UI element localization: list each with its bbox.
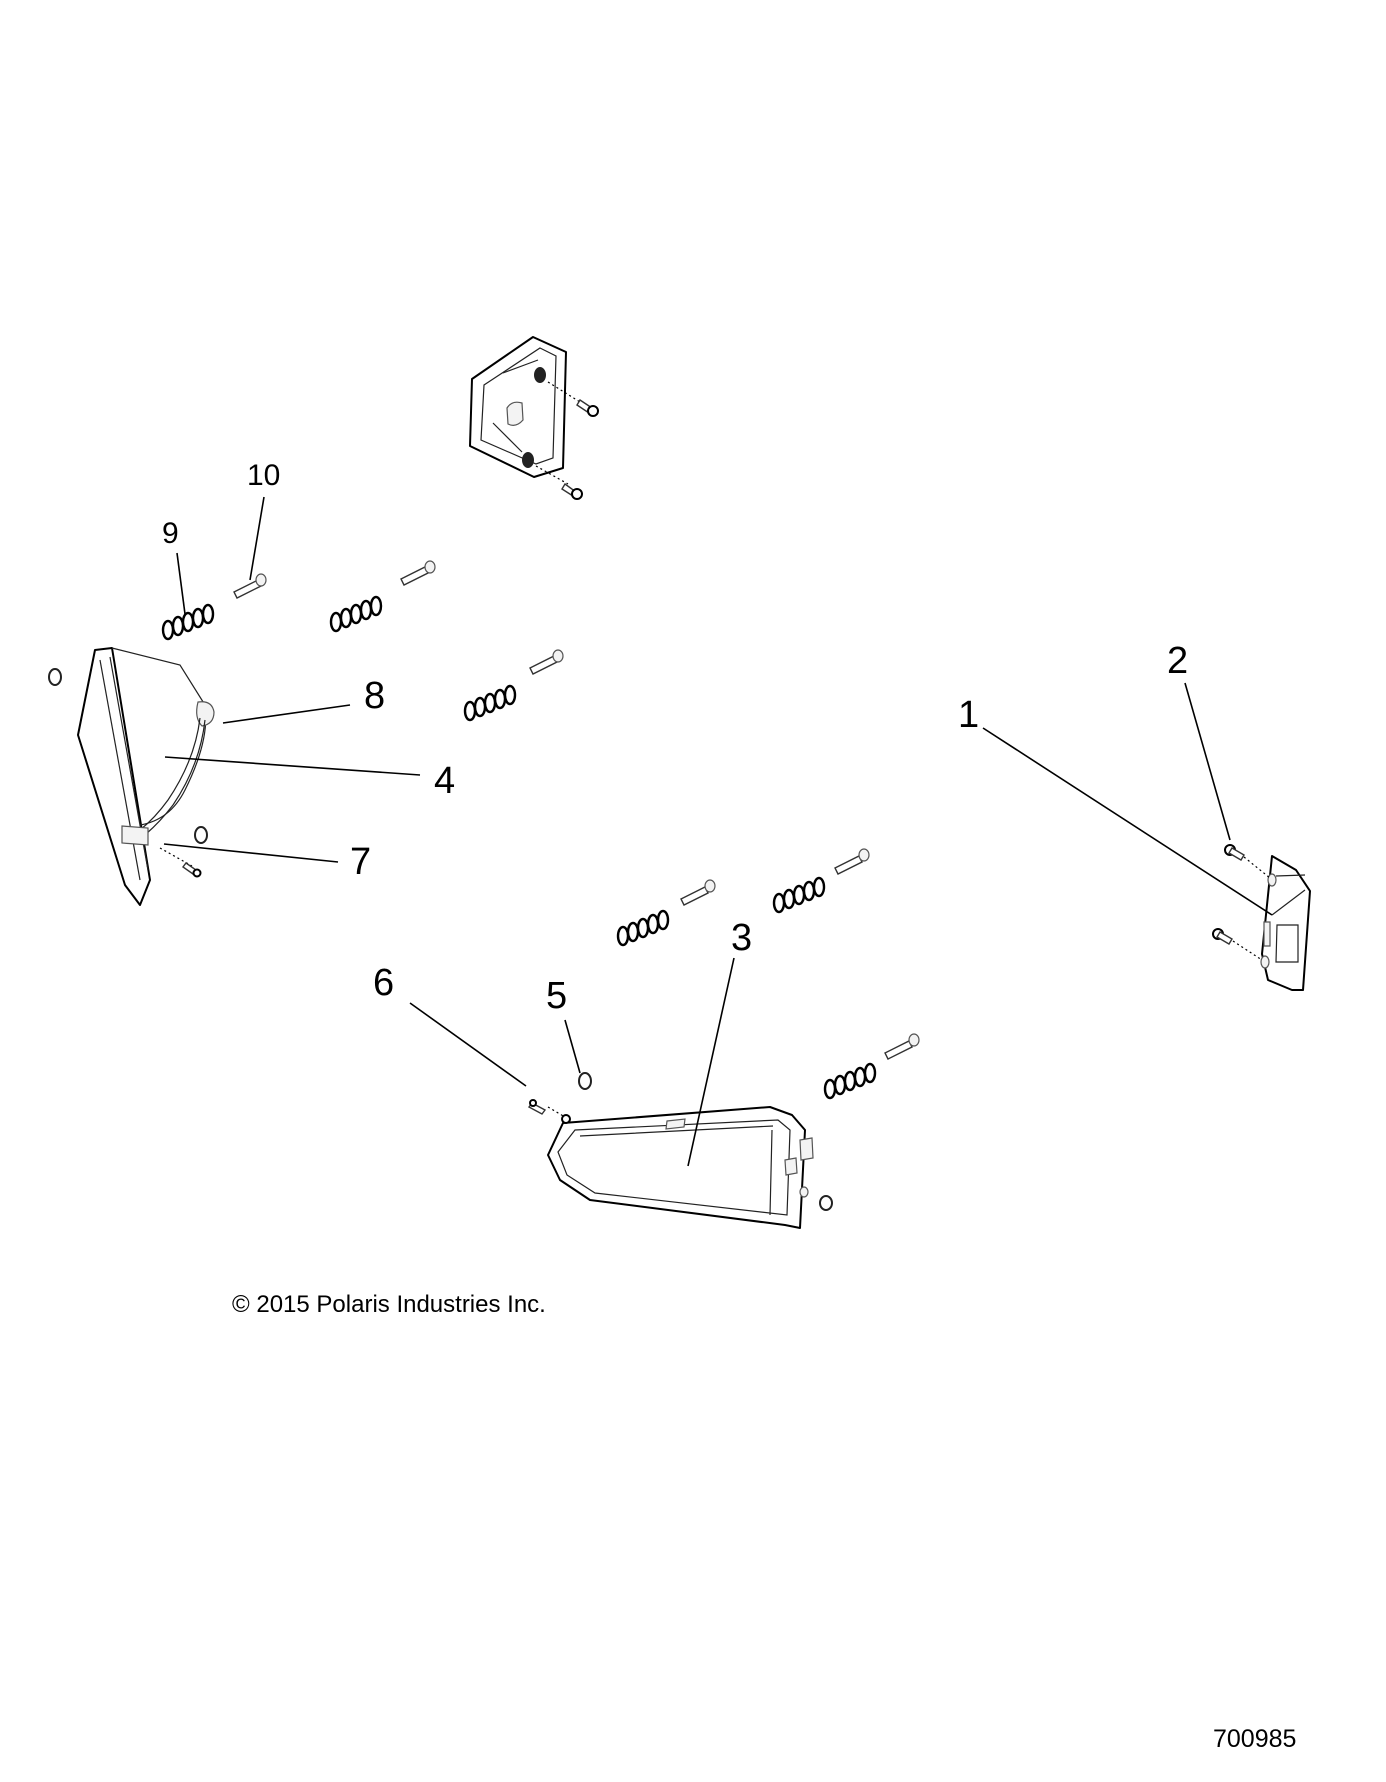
leader-line-3	[687, 957, 735, 1167]
callout-5: 5	[546, 975, 567, 1017]
drawing-number: 700985	[1213, 1725, 1297, 1753]
leader-line-7	[163, 843, 339, 863]
leader-line-2	[1184, 682, 1231, 841]
leader-line-1	[982, 727, 1273, 916]
adjuster-spring	[772, 876, 826, 914]
adjuster-pin	[834, 848, 870, 875]
adjuster-pin	[884, 1033, 920, 1060]
callout-4: 4	[434, 760, 455, 802]
adjuster-spring	[823, 1062, 877, 1100]
rear-housing-part	[469, 336, 599, 500]
callout-7: 7	[350, 841, 371, 883]
callout-3: 3	[731, 917, 752, 959]
callout-10: 10	[247, 459, 280, 492]
left-headlight-part	[48, 647, 215, 906]
adjuster-spring	[463, 684, 517, 722]
adjuster-pin	[680, 879, 716, 906]
adjuster-spring	[329, 595, 383, 633]
leader-line-6	[409, 1002, 527, 1087]
adjuster-spring	[616, 909, 670, 947]
lower-headlight-part	[527, 1072, 833, 1229]
adjuster-spring	[161, 603, 215, 641]
adjuster-pin	[233, 573, 267, 599]
copyright-notice: © 2015 Polaris Industries Inc.	[232, 1291, 546, 1318]
side-marker-light-part	[1212, 844, 1311, 991]
leader-line-8	[222, 704, 351, 724]
callout-1: 1	[958, 694, 979, 736]
callout-6: 6	[373, 962, 394, 1004]
adjuster-pin	[529, 649, 564, 675]
leader-line-10	[249, 496, 265, 581]
adjuster-pin	[400, 560, 436, 586]
leader-line-9	[176, 552, 186, 615]
adjuster-pin-group	[233, 560, 920, 1060]
callout-8: 8	[364, 675, 385, 717]
callout-2: 2	[1167, 640, 1188, 682]
leader-line-5	[564, 1019, 581, 1074]
callout-9: 9	[162, 517, 179, 550]
adjuster-spring-group	[161, 595, 877, 1100]
leader-line-4	[164, 756, 421, 776]
